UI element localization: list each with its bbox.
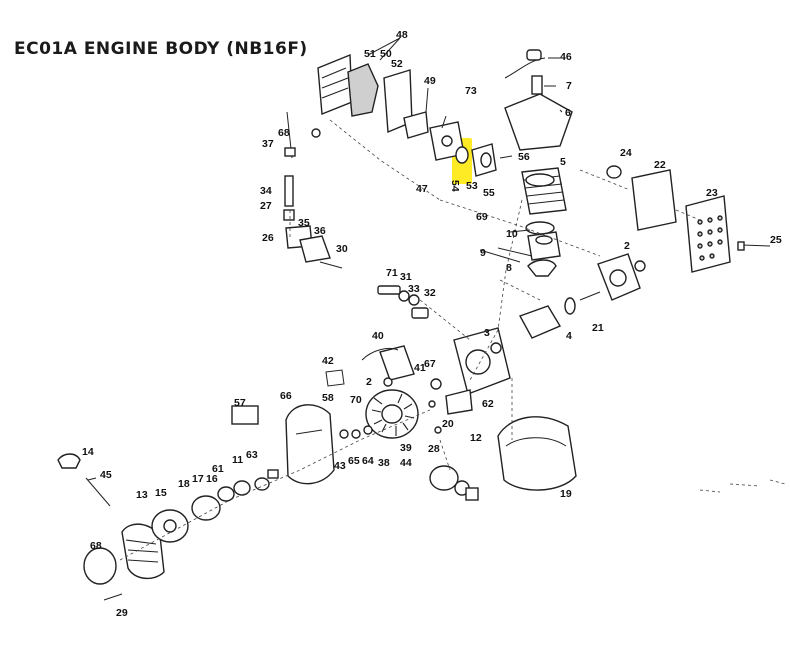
fan-housing	[285, 404, 335, 485]
part-label-5: 5	[560, 156, 566, 168]
part-label-56: 56	[518, 151, 530, 163]
part-label-12: 12	[470, 432, 482, 444]
part-label-71: 71	[386, 267, 398, 279]
part-label-28: 28	[428, 443, 440, 455]
part-label-62: 62	[482, 398, 494, 410]
part-label-36: 36	[314, 225, 326, 237]
part-label-17: 17	[192, 473, 204, 485]
part-label-50: 50	[380, 48, 392, 60]
plug-and-shroud	[504, 49, 573, 151]
part-label-29: 29	[116, 607, 128, 619]
part-label-45: 45	[100, 469, 112, 481]
part-label-37: 37	[262, 138, 274, 150]
part-label-69: 69	[476, 211, 488, 223]
part-label-31: 31	[400, 271, 412, 283]
part-label-67: 67	[424, 358, 436, 370]
part-label-68: 68	[90, 540, 102, 552]
part-label-21: 21	[592, 322, 604, 334]
part-label-58: 58	[322, 392, 334, 404]
part-label-65: 65	[348, 455, 360, 467]
part-label-48: 48	[396, 29, 408, 41]
part-label-42: 42	[322, 355, 334, 367]
part-label-35: 35	[298, 217, 310, 229]
part-label-24: 24	[620, 147, 632, 159]
part-label-73: 73	[465, 85, 477, 97]
part-label-47: 47	[416, 183, 428, 195]
part-label-39: 39	[400, 442, 412, 454]
part-label-26: 26	[262, 232, 274, 244]
part-label-44: 44	[400, 457, 412, 469]
part-label-23: 23	[706, 187, 718, 199]
piston-assembly	[525, 221, 561, 277]
intake-parts	[455, 143, 513, 177]
fuel-tank	[497, 416, 577, 491]
ignition-coil	[361, 345, 473, 415]
carburetor-linkage	[283, 111, 343, 269]
part-label-6: 6	[565, 107, 571, 119]
part-label-55: 55	[483, 187, 495, 199]
part-label-4: 4	[566, 330, 572, 342]
part-label-41: 41	[414, 362, 426, 374]
part-label-38: 38	[378, 457, 390, 469]
part-label-11: 11	[232, 454, 243, 466]
part-label-63: 63	[246, 449, 258, 461]
part-label-3: 3	[484, 327, 490, 339]
part-label-16: 16	[206, 473, 218, 485]
part-label-70: 70	[350, 394, 362, 406]
part-label-2: 2	[624, 240, 630, 252]
seals-bearings	[377, 285, 429, 319]
part-label-61: 61	[212, 463, 224, 475]
diagram-title: EC01A ENGINE BODY (NB16F)	[14, 39, 308, 59]
part-label-22: 22	[654, 159, 666, 171]
part-label-52: 52	[391, 58, 403, 70]
part-label-64: 64	[362, 455, 374, 467]
part-label-15: 15	[155, 487, 167, 499]
part-label-8: 8	[506, 262, 512, 274]
part-label-2: 2	[366, 376, 372, 388]
part-label-18: 18	[178, 478, 190, 490]
part-label-54: 54	[449, 180, 461, 192]
part-label-13: 13	[136, 489, 148, 501]
part-label-19: 19	[560, 488, 572, 500]
part-label-40: 40	[372, 330, 384, 342]
part-label-68: 68	[278, 127, 290, 139]
part-label-20: 20	[442, 418, 454, 430]
flywheel	[365, 389, 419, 439]
part-label-32: 32	[424, 287, 436, 299]
part-label-53: 53	[466, 180, 478, 192]
part-label-7: 7	[566, 80, 572, 92]
small-hardware	[231, 369, 373, 479]
muffler	[606, 165, 771, 273]
part-label-57: 57	[234, 397, 246, 409]
part-label-66: 66	[280, 390, 292, 402]
part-label-43: 43	[334, 460, 346, 472]
part-label-30: 30	[336, 243, 348, 255]
part-label-27: 27	[260, 200, 272, 212]
part-label-14: 14	[82, 446, 94, 458]
part-label-9: 9	[480, 247, 486, 259]
air-cleaner-assembly	[311, 53, 429, 139]
part-label-25: 25	[770, 234, 782, 246]
recoil-starter	[57, 453, 270, 601]
clutch-parts	[428, 400, 479, 501]
part-label-10: 10	[506, 228, 518, 240]
part-label-46: 46	[560, 51, 572, 63]
part-label-33: 33	[408, 283, 420, 295]
part-label-49: 49	[424, 75, 436, 87]
assembly-lines	[119, 119, 786, 561]
cylinder	[521, 167, 567, 215]
part-label-34: 34	[260, 185, 272, 197]
crankcase	[453, 253, 646, 395]
leader-lines	[87, 37, 563, 481]
part-label-51: 51	[364, 48, 376, 60]
